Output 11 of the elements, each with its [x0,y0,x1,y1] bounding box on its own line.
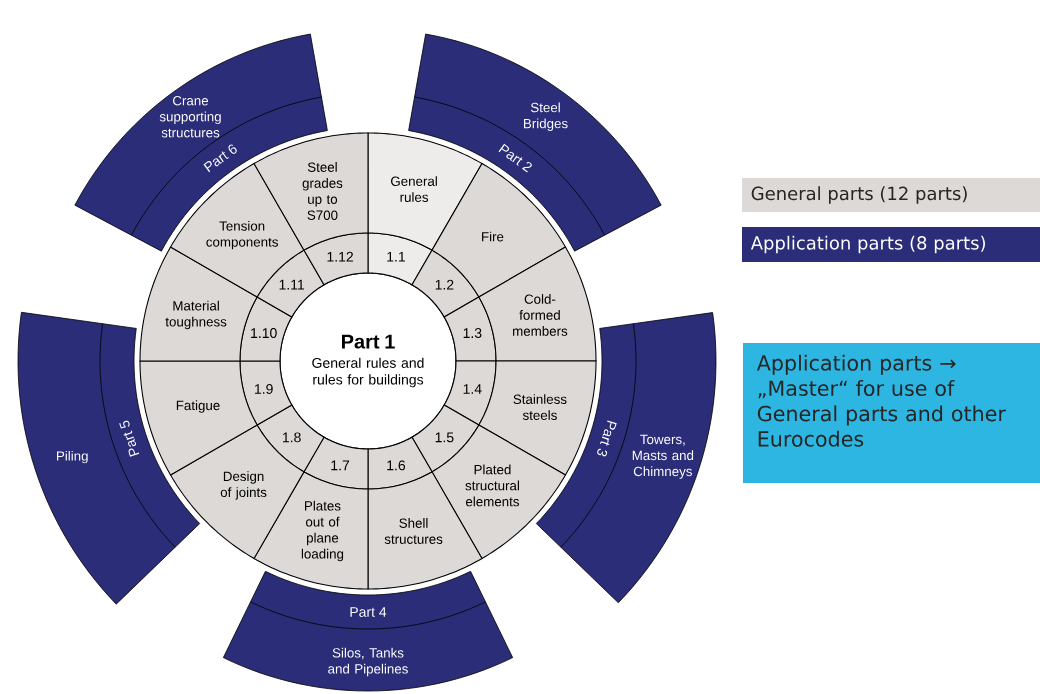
legend-bar: General parts (12 parts) [742,178,1040,212]
node-label: 1.6 [387,460,406,471]
node-label: 1.4 [463,384,482,394]
legend-bar: Application parts (8 parts) [742,227,1040,262]
node-label: 1.3 [463,328,482,339]
node-label: 1.1 [387,251,405,262]
note-box: Application parts → „Master“ for use of General parts and other Eurocodes [743,343,1040,483]
node-label: 1.9 [255,384,273,394]
node-label: 1.12 [327,251,353,262]
application-sector: Part 4 Silos, Tanks and Pipelines [222,570,514,692]
node-label: 1.7 [331,460,350,471]
